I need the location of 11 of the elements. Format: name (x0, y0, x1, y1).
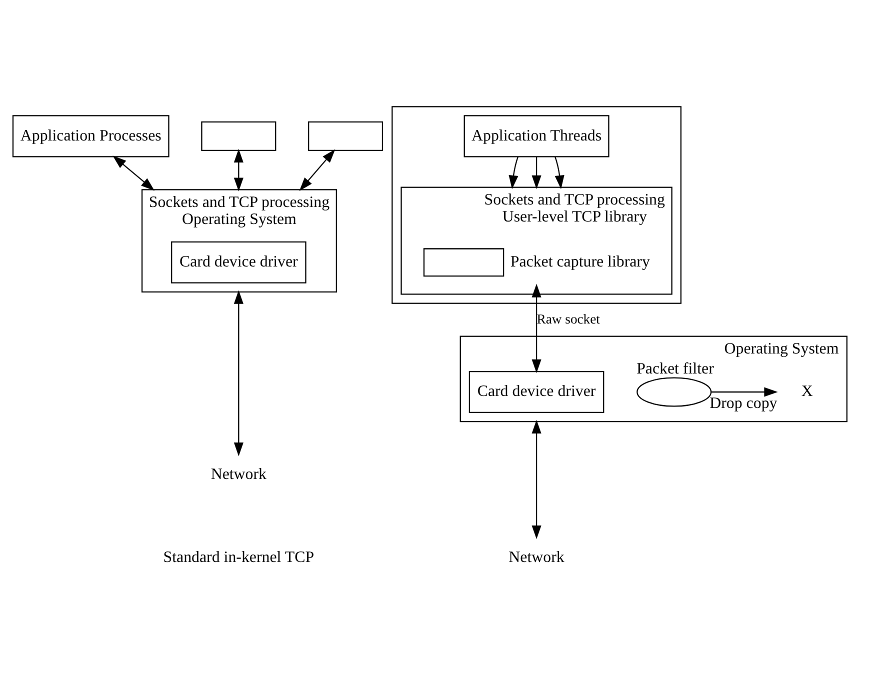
node-label: Packet filter (636, 360, 714, 377)
node-text: Network (210, 466, 267, 483)
label: Standard in-kernel TCP (163, 548, 314, 566)
edge-label: Raw socket (536, 310, 600, 326)
node-label: Drop copy (710, 394, 778, 412)
node-label: Operating System (182, 210, 296, 228)
node-text: Network (508, 548, 564, 566)
node-text: X (801, 382, 813, 400)
node-label: Operating System (724, 340, 839, 358)
node-label: User-level TCP library (502, 208, 647, 226)
node-label: Packet capture library (510, 253, 650, 270)
